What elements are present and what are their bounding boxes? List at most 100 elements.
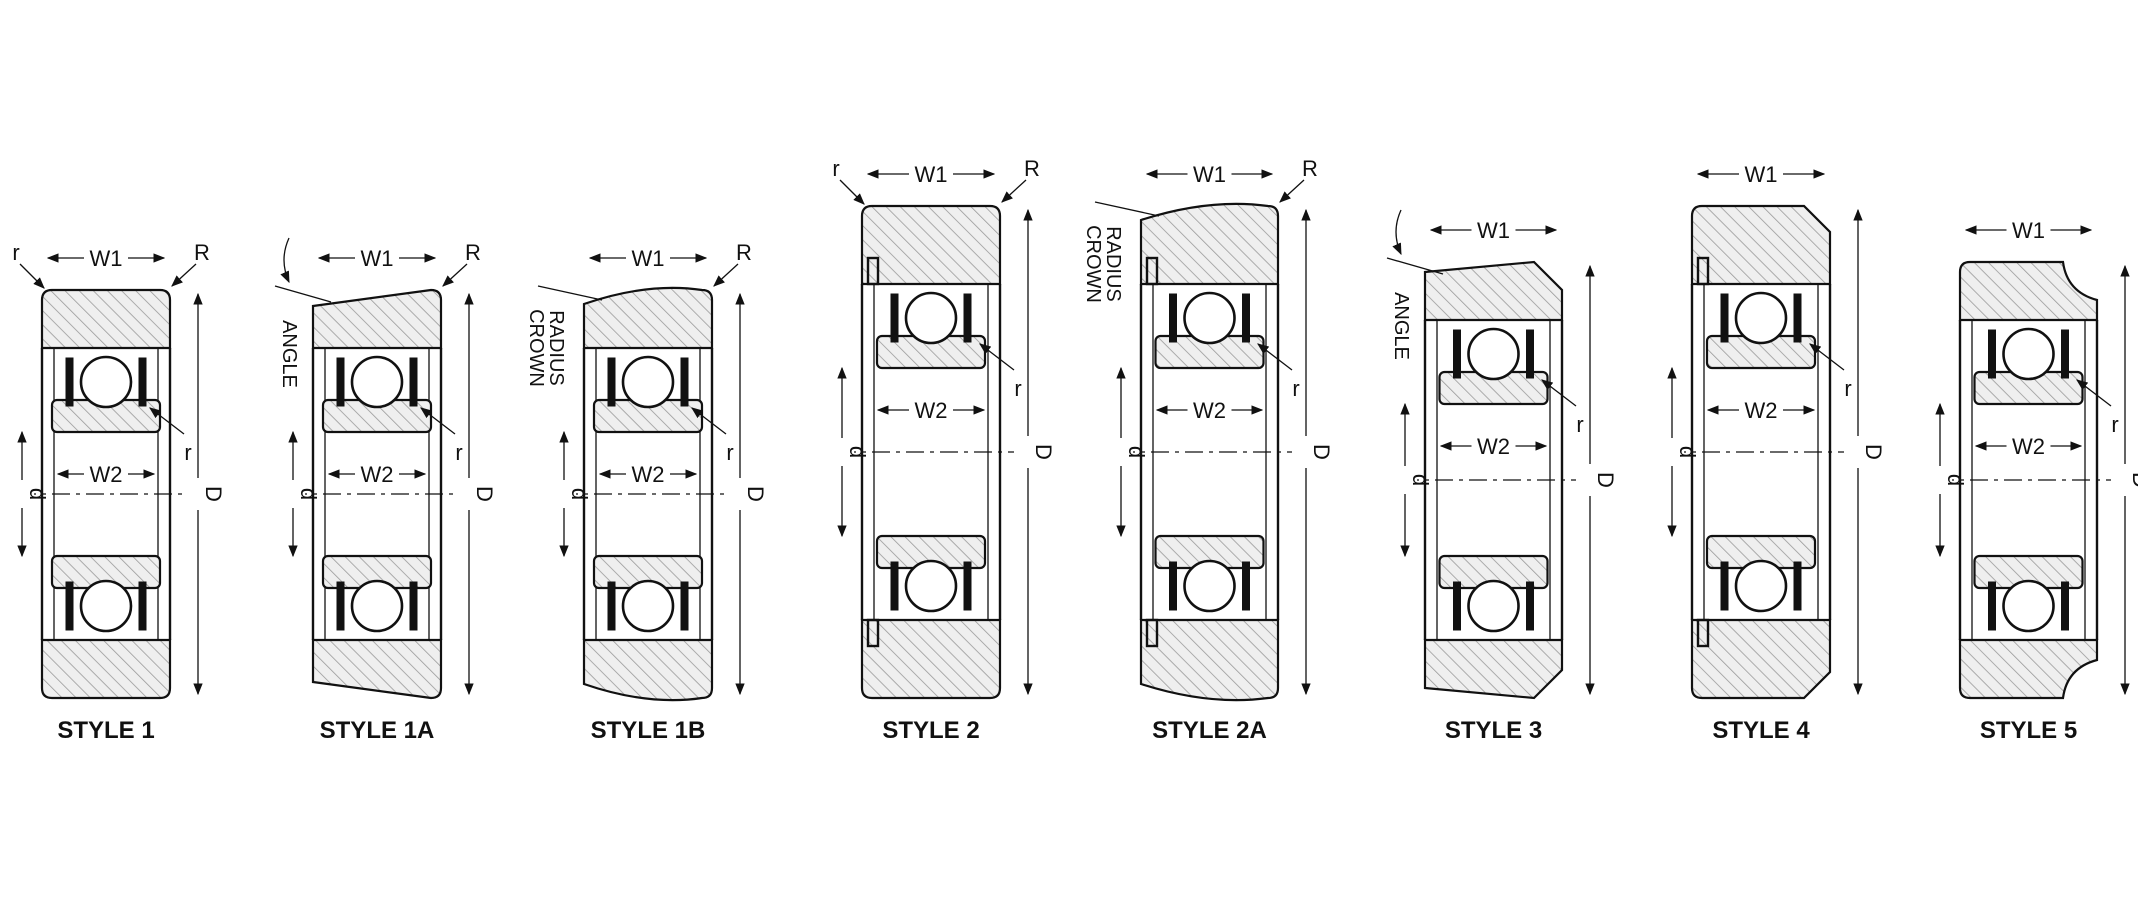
outer-diameter-label: D [1031, 444, 1056, 460]
bore-diameter-label: d [567, 488, 592, 500]
bearing-bottom-seal-left [65, 581, 74, 631]
bearing-top-ball [904, 291, 958, 345]
r-bearing-arrow [1257, 343, 1293, 371]
R-corner-arrow [442, 263, 468, 287]
w2-label-bg [1471, 432, 1516, 458]
outer-diameter-label-bg [186, 478, 210, 510]
outer-diameter-label: D [201, 486, 226, 502]
tyre-section-bottom [1139, 618, 1280, 702]
w2-label-bg [1187, 396, 1232, 422]
tyre-section-bottom [1690, 618, 1832, 700]
w2-label-bg [909, 396, 953, 422]
outer-diameter-label-bg [457, 478, 481, 510]
outer-diameter-label-bg [1846, 436, 1870, 468]
bearing-top-seal-right [138, 357, 147, 407]
angle-note: ANGLE [1390, 292, 1412, 360]
outer-diameter-label-bg [728, 478, 752, 510]
bore-label-bg [281, 480, 305, 508]
w1-label-bg [1187, 160, 1232, 186]
R-corner-arrow [713, 263, 739, 287]
flange-notch-top [1145, 256, 1159, 286]
flange-notch-top [1696, 256, 1710, 286]
w2-label: W2 [1477, 434, 1510, 459]
w1-label-bg [909, 160, 953, 186]
tyre-section-bottom [582, 638, 714, 702]
outer-diameter-label: D [1309, 444, 1334, 460]
tyre-section-top [1690, 204, 1832, 286]
bearing-bottom-seal-left [607, 581, 616, 631]
bearing-top-seal-left [336, 357, 345, 407]
bearing-bottom-ball [1183, 559, 1236, 613]
flange-notch-top [866, 256, 880, 286]
bearing-bottom-seal-left [1720, 561, 1729, 611]
bearing-top-ball [350, 355, 404, 409]
R-corner-label: R [1302, 156, 1318, 181]
bearing-top-seal-left [1988, 329, 1996, 379]
style-caption: STYLE 5 [1980, 717, 2077, 744]
flange-notch-bottom [1696, 618, 1710, 648]
bore-label-bg [552, 480, 576, 508]
outer-diameter-label-bg [1016, 436, 1040, 468]
style-caption: STYLE 4 [1712, 717, 1810, 744]
r-corner-arrow [19, 263, 45, 289]
outer-diameter-label: D [472, 486, 497, 502]
bearing-bottom-ball [79, 579, 133, 633]
r-bearing-arrow [149, 407, 185, 435]
R-corner-arrow [1001, 179, 1027, 203]
outer-diameter-label-bg [1294, 436, 1318, 468]
bearing-bottom-seal-left [1453, 581, 1461, 631]
style-caption: STYLE 2 [882, 717, 979, 744]
bearing-top-seal-left [607, 357, 616, 407]
w1-label-bg [355, 244, 399, 270]
bearing-top-seal-right [1242, 293, 1250, 343]
bearing-top-ball [1467, 327, 1520, 381]
bearing-top-seal-right [1526, 329, 1534, 379]
r-bearing-label: r [1576, 412, 1583, 437]
style-caption: STYLE 1B [591, 717, 706, 744]
bore-diameter-label: d [1943, 474, 1968, 486]
bearing-bottom-seal-right [2061, 581, 2069, 631]
w2-label: W2 [915, 398, 948, 423]
bore-diameter-label: d [25, 488, 50, 500]
crown-radius-note-1: CROWN [525, 309, 547, 387]
w1-label: W1 [361, 246, 394, 271]
w2-label-bg [626, 460, 670, 486]
tyre-section-bottom [311, 638, 443, 700]
w1-label: W1 [1477, 218, 1510, 243]
w1-label: W1 [90, 246, 123, 271]
angle-ref-line [1386, 257, 1444, 275]
tyre-section-top [860, 204, 1002, 286]
tyre-section-bottom [1958, 638, 2099, 700]
bore-label-bg [1393, 466, 1417, 494]
r-bearing-label: r [726, 440, 733, 465]
r-bearing-label: r [1014, 376, 1021, 401]
outer-diameter-label-bg [2113, 464, 2137, 496]
w2-label: W2 [1193, 398, 1226, 423]
bore-diameter-label: d [845, 446, 870, 458]
bearing-bottom-seal-right [138, 581, 147, 631]
bore-diameter-label: d [1675, 446, 1700, 458]
r-bearing-label: r [455, 440, 462, 465]
r-bearing-arrow [691, 407, 727, 435]
angle-arrow [280, 237, 290, 284]
bearing-top-seal-right [680, 357, 689, 407]
bearing-bottom-seal-right [1793, 561, 1802, 611]
R-corner-label: R [465, 240, 481, 265]
bearing-bottom-seal-left [1988, 581, 1996, 631]
w2-label: W2 [1745, 398, 1778, 423]
r-corner-label: r [832, 156, 839, 181]
bearing-top-seal-right [963, 293, 972, 343]
bearing-bottom-seal-left [1169, 561, 1177, 611]
outer-diameter-label: D [743, 486, 768, 502]
bearing-top-seal-right [2061, 329, 2069, 379]
bearing-top-seal-right [1793, 293, 1802, 343]
bearing-top-seal-left [65, 357, 74, 407]
w1-label: W1 [2012, 218, 2045, 243]
tyre-section-bottom [860, 618, 1002, 700]
bore-diameter-label: d [1408, 474, 1433, 486]
style-caption: STYLE 1A [320, 717, 435, 744]
